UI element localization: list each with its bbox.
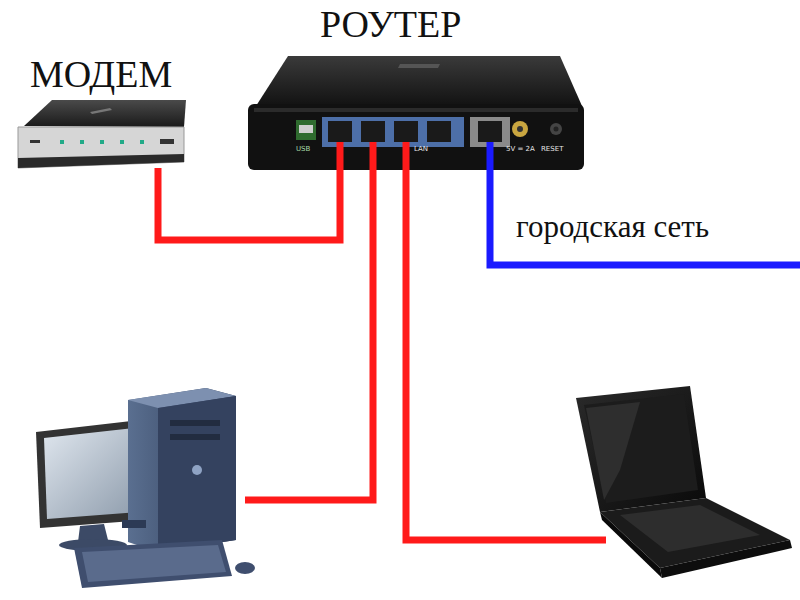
router-picture [248,56,584,170]
network-caption: городская сеть [516,210,709,244]
port-label: LAN [414,146,428,154]
router-device: РОУТЕР [248,50,584,142]
laptop-computer [576,386,792,578]
city-network-cable [490,142,800,265]
port-label: 5V = 2A [506,146,535,154]
pc-cable [245,142,373,500]
modem-picture [18,100,186,168]
modem-device: МОДЕМ [18,100,186,168]
port-label: USB [296,146,310,154]
port-label: RESET [541,146,563,154]
laptop-cable [406,142,606,540]
device-title: РОУТЕР [320,4,461,46]
desktop-computer [36,388,255,588]
network-cable [158,142,340,240]
device-title: МОДЕМ [30,54,172,96]
